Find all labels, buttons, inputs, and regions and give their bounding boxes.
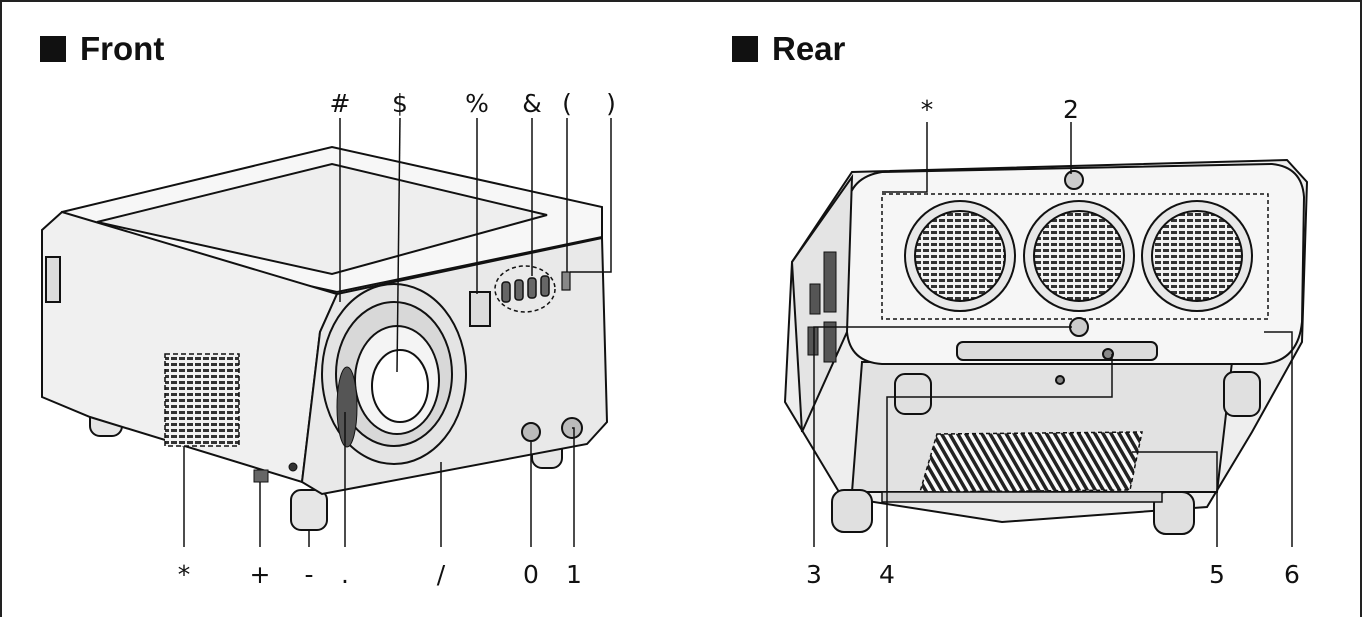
front-callout-top-5: ( [562,89,572,118]
rear-heading: Rear [732,30,845,68]
rear-callout-bottom-1: 3 [806,560,822,589]
rear-callout-top-2: 2 [1063,95,1079,124]
rear-callout-top-1: * [920,95,934,124]
front-heading: Front [40,30,164,68]
front-callout-bottom-2: + [249,560,271,589]
rear-callout-bottom-2: 4 [879,560,895,589]
front-callout-bottom-6: 0 [523,560,539,589]
front-projector [41,145,609,531]
front-callout-top-6: ) [606,89,616,118]
rear-vents [904,200,1253,312]
front-callout-bottom-4: . [341,560,349,589]
rear-heading-square [732,36,758,62]
front-callout-bottom-5: / [436,560,446,589]
front-callout-bottom-1: * [177,560,191,589]
front-callout-bottom-7: 1 [566,560,582,589]
front-callout-top-2: $ [392,89,408,118]
rear-leader-lines [813,122,1293,547]
front-leader-lines [183,117,612,547]
front-callout-top-3: % [465,89,489,118]
rear-projector [783,158,1309,535]
front-callout-top-1: # [329,89,351,118]
front-callout-top-4: & [522,89,542,118]
rear-callout-bottom-4: 6 [1284,560,1300,589]
front-heading-text: Front [80,30,165,67]
rear-heading-text: Rear [772,30,846,67]
front-callout-bottom-3: - [304,560,314,589]
front-heading-square [40,36,66,62]
rear-callout-bottom-3: 5 [1209,560,1225,589]
